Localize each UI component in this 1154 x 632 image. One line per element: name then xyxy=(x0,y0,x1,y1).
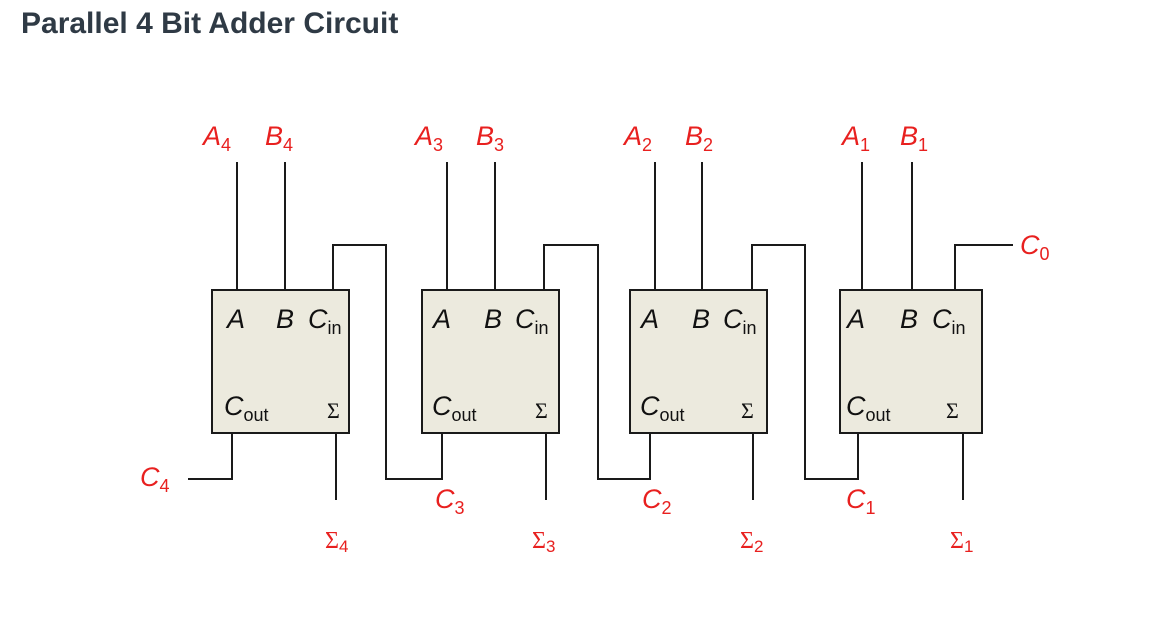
carry-out-label-4: C4 xyxy=(140,462,170,496)
carry-out-label-2: C2 xyxy=(642,484,672,518)
full-adder-2: A2 B2 A B Cin Cout Σ Σ2 C2 xyxy=(622,121,768,556)
carry-out-label-1: C1 xyxy=(846,484,876,518)
box-label-a: A xyxy=(845,304,865,334)
input-label-b1: B1 xyxy=(900,121,928,155)
box-label-sum: Σ xyxy=(741,398,754,423)
box-label-b: B xyxy=(484,304,502,334)
box-label-cin: Cin xyxy=(932,304,966,338)
full-adder-3: A3 B3 A B Cin Cout Σ Σ3 C3 xyxy=(413,121,560,556)
box-label-cout: Cout xyxy=(846,391,891,425)
carry-out-wire-4 xyxy=(188,433,233,480)
carry-wire-c2 xyxy=(543,244,651,480)
sum-label-2: Σ2 xyxy=(740,528,763,556)
input-label-a3: A3 xyxy=(413,121,443,155)
box-label-cout: Cout xyxy=(224,391,269,425)
sum-label-1: Σ1 xyxy=(950,528,973,556)
carry-in-wire-c0 xyxy=(954,244,1013,290)
full-adder-box-4 xyxy=(211,289,350,434)
box-label-b: B xyxy=(276,304,294,334)
box-label-a: A xyxy=(225,304,245,334)
box-label-b: B xyxy=(692,304,710,334)
box-label-sum: Σ xyxy=(946,398,959,423)
full-adder-box-1 xyxy=(839,289,983,434)
box-label-cout: Cout xyxy=(640,391,685,425)
input-label-a4: A4 xyxy=(201,121,231,155)
full-adder-4: A4 B4 A B Cin Cout Σ Σ4 C4 xyxy=(140,121,350,556)
box-label-sum: Σ xyxy=(535,398,548,423)
full-adder-box-3 xyxy=(421,289,560,434)
box-label-sum: Σ xyxy=(327,398,340,423)
box-label-cout: Cout xyxy=(432,391,477,425)
page-title: Parallel 4 Bit Adder Circuit xyxy=(21,7,399,40)
full-adder-box-2 xyxy=(629,289,768,434)
sum-label-4: Σ4 xyxy=(325,528,348,556)
input-label-b2: B2 xyxy=(685,121,713,155)
input-label-b3: B3 xyxy=(476,121,504,155)
input-label-b4: B4 xyxy=(265,121,293,155)
box-label-a: A xyxy=(431,304,451,334)
carry-wire-c1 xyxy=(751,244,859,480)
box-label-b: B xyxy=(900,304,918,334)
input-label-a1: A1 xyxy=(840,121,870,155)
input-label-a2: A2 xyxy=(622,121,652,155)
carry-wire-c3 xyxy=(332,244,443,480)
box-label-a: A xyxy=(639,304,659,334)
box-label-cin: Cin xyxy=(308,304,342,338)
carry-in-label-c0: C0 xyxy=(1020,230,1050,264)
carry-out-label-3: C3 xyxy=(435,484,465,518)
box-label-cin: Cin xyxy=(723,304,757,338)
full-adder-1: A1 B1 A B Cin Cout Σ Σ1 C1 C0 xyxy=(839,121,1050,556)
sum-label-3: Σ3 xyxy=(532,528,555,556)
box-label-cin: Cin xyxy=(515,304,549,338)
